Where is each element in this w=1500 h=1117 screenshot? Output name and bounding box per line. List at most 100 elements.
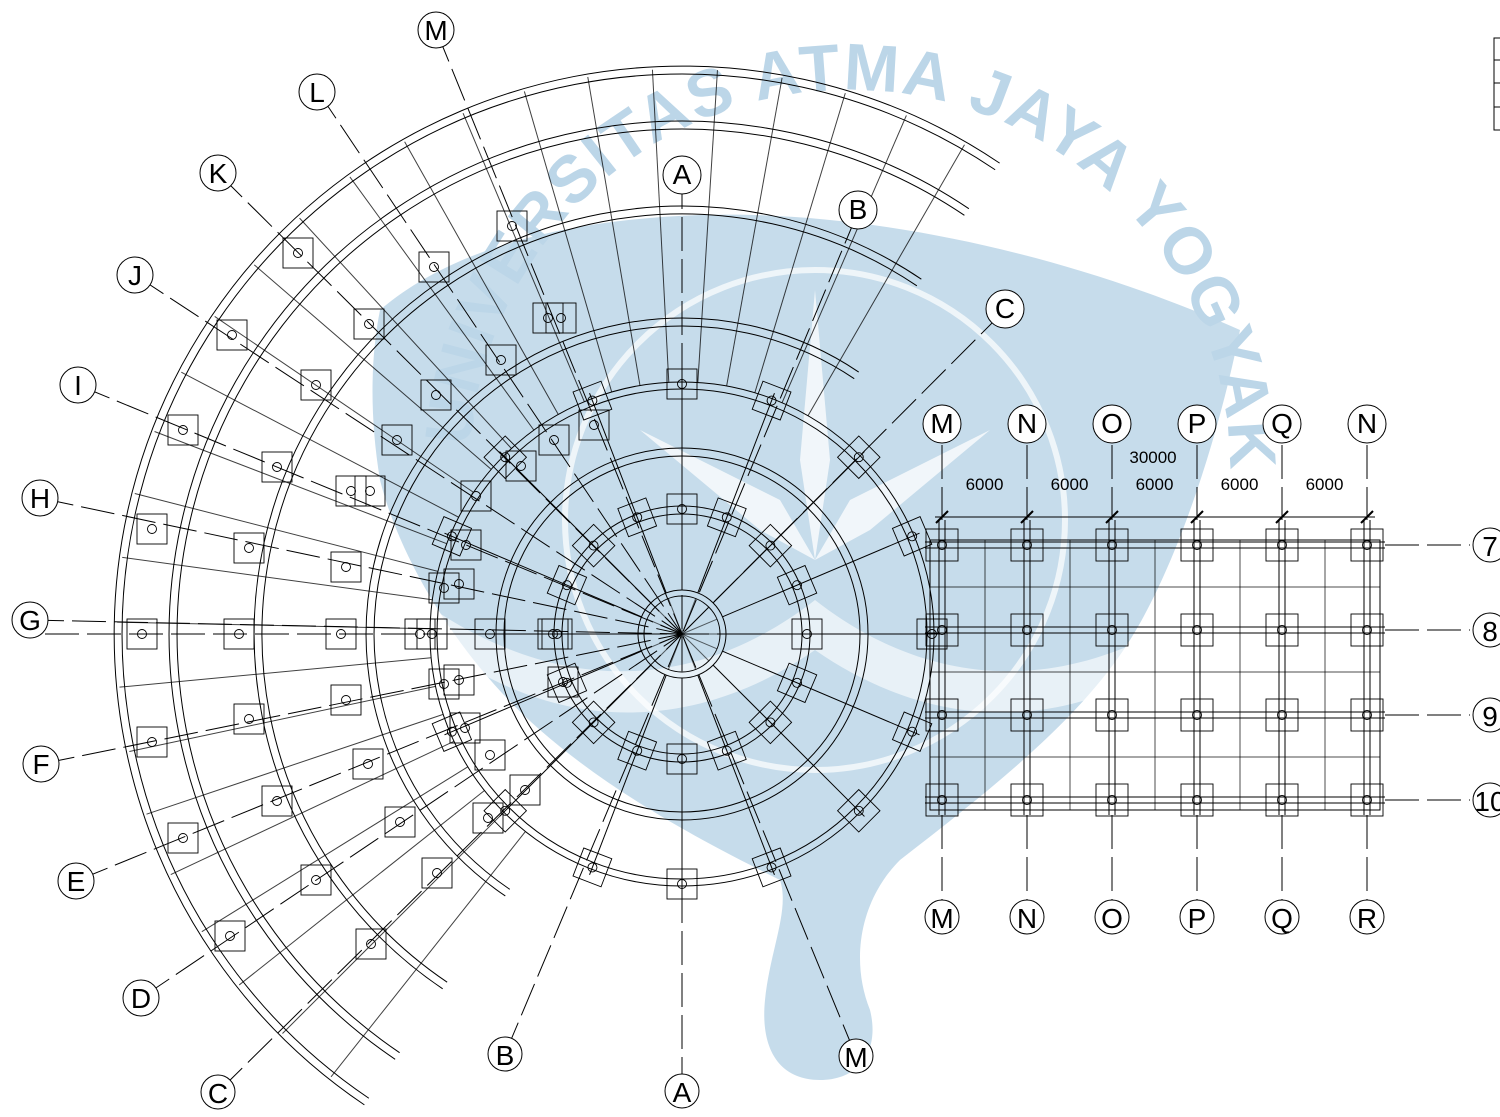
column-pedestal <box>330 684 362 716</box>
fan-joist <box>201 766 469 933</box>
pile-circle <box>483 813 493 823</box>
pile-circle <box>496 355 506 365</box>
radial-bubble-top-2: C <box>985 289 1025 329</box>
radial-axis-7 <box>40 633 683 765</box>
rect-bubble-top-1: N <box>1007 404 1047 444</box>
radial-axis-0 <box>435 29 683 635</box>
rect-bubble-top-5-circle <box>1347 404 1387 444</box>
spoke-9 <box>589 674 667 876</box>
rect-pedestal <box>1010 783 1044 817</box>
pedestal-outline <box>418 251 450 283</box>
rect-pedestal <box>1265 613 1299 647</box>
pedestal-outline <box>836 788 881 833</box>
fan-joist <box>754 92 846 393</box>
radial-bubble-g-6: G <box>11 601 49 639</box>
rect-pedestal <box>1350 698 1384 732</box>
rect-bubble-row-3-label: 10 <box>1474 786 1500 817</box>
radial-bubble-i-4: I <box>59 366 97 404</box>
rect-bubble-top-0: M <box>922 404 962 444</box>
rect-bubble-top-2-label: O <box>1101 408 1123 439</box>
dimension-span-3: 6000 <box>1221 475 1259 494</box>
dimension-tick-4 <box>1275 510 1289 524</box>
fan-arc-outer-1 <box>253 205 922 990</box>
radial-bubble-bottom-5-label: A <box>673 1077 692 1108</box>
rect-bubble-row-0-circle <box>1472 527 1500 563</box>
fan-joist <box>587 76 641 386</box>
pile-circle <box>366 939 376 949</box>
pedestal-outline <box>496 210 528 242</box>
pedestal-outline <box>353 308 385 340</box>
radial-bubble-m-0: M <box>417 11 455 49</box>
watermark-ray-1 <box>640 430 815 560</box>
pile-circle <box>520 785 530 795</box>
pedestal-outline <box>384 806 416 838</box>
fan-joist <box>726 77 783 387</box>
hub-spoke-5 <box>681 633 718 650</box>
column-pedestal <box>443 568 475 600</box>
pedestal-outline <box>167 822 199 854</box>
pedestal-outline <box>485 344 517 376</box>
rect-bubble-row-0: 7 <box>1472 527 1500 563</box>
rect-pedestal <box>1095 528 1129 562</box>
rect-pedestal <box>1010 698 1044 732</box>
hub-spoke-6 <box>681 633 710 662</box>
column-pedestal <box>300 369 332 401</box>
column-pedestal <box>431 516 473 557</box>
radial-axis-10 <box>217 633 683 1093</box>
pile-circle <box>364 319 374 329</box>
rect-pile <box>1107 540 1117 550</box>
pedestal-outline <box>167 414 199 446</box>
rect-bubble-top-3-label: P <box>1188 408 1207 439</box>
pedestal-outline <box>483 788 528 833</box>
rect-bubble-row-0-label: 7 <box>1482 531 1498 562</box>
pedestal-outline <box>449 712 481 744</box>
pile-circle <box>311 875 321 885</box>
rect-pile <box>1362 540 1372 550</box>
pedestal-outline <box>421 857 453 889</box>
pedestal-outline <box>509 774 541 806</box>
rect-bubble-bottom-0-label: M <box>930 903 953 934</box>
radial-bubble-m-0-label: M <box>424 15 447 46</box>
column-pedestal <box>421 857 453 889</box>
column-pedestal <box>751 380 792 421</box>
radial-bubble-bottom-3-circle <box>200 1074 236 1110</box>
watermark-wave <box>420 600 1210 713</box>
spoke-10 <box>499 664 652 817</box>
pedestal-outline <box>136 513 168 545</box>
pile-circle <box>178 833 188 843</box>
column-pedestal <box>353 308 385 340</box>
radial-bubble-top-2-circle <box>985 289 1025 329</box>
radial-bubble-bottom-3-label: C <box>208 1078 228 1109</box>
rect-bubble-top-4-label: Q <box>1271 408 1293 439</box>
dimension-span-1: 6000 <box>1051 475 1089 494</box>
radial-bubble-h-5-label: H <box>30 483 50 514</box>
pedestal-outline <box>136 726 168 758</box>
pedestal-outline <box>300 864 332 896</box>
pedestal-outline <box>352 748 384 780</box>
column-pedestal <box>472 802 504 834</box>
column-pedestal <box>748 700 793 745</box>
radial-bubble-bottom-1-circle <box>57 862 95 900</box>
column-pedestal <box>617 497 658 538</box>
pedestal-outline <box>706 497 747 538</box>
rect-pedestal <box>1350 528 1384 562</box>
pile-circle <box>311 380 321 390</box>
pedestal-outline <box>572 847 613 888</box>
radial-bubble-bottom-4-label: B <box>496 1040 515 1071</box>
rect-bubble-top-3-circle <box>1177 404 1217 444</box>
rect-bubble-row-2-circle <box>1472 697 1500 733</box>
pedestal-outline <box>776 662 818 704</box>
fan-joist <box>238 790 485 986</box>
pedestal-outline <box>474 739 506 771</box>
radial-bubble-k-2: K <box>199 154 237 192</box>
rect-pedestal <box>925 613 959 647</box>
pile-circle <box>429 262 439 272</box>
fan-joist <box>154 431 447 545</box>
rect-pile <box>1022 710 1032 720</box>
rect-bubble-bottom-4-label: Q <box>1271 903 1293 934</box>
dimension-tick-3 <box>1190 510 1204 524</box>
pile-circle <box>500 452 511 463</box>
radial-bubble-bottom-2-label: D <box>131 983 151 1014</box>
column-pedestal <box>776 564 818 606</box>
